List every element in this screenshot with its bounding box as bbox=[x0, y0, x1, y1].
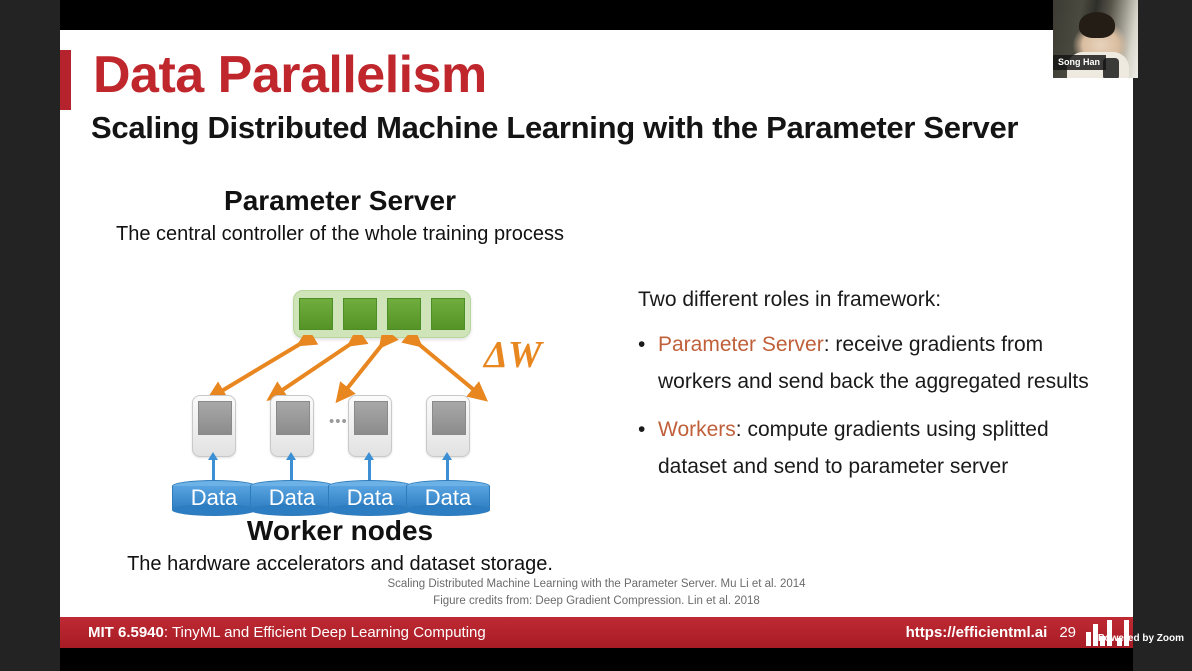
parameter-server-subtitle: The central controller of the whole trai… bbox=[115, 223, 564, 245]
bullet-icon: • bbox=[638, 417, 646, 441]
dataset-cylinder: Data bbox=[250, 480, 334, 516]
dataset-cylinder: Data bbox=[406, 480, 490, 516]
citation: Scaling Distributed Machine Learning wit… bbox=[60, 576, 1133, 609]
worker-screen bbox=[354, 401, 388, 435]
citation-line-2: Figure credits from: Deep Gradient Compr… bbox=[433, 594, 760, 607]
bullet-icon: • bbox=[638, 333, 646, 356]
roles-lead: Two different roles in framework: bbox=[638, 288, 942, 311]
gradient-arrows bbox=[206, 335, 488, 404]
slide-page-number: 29 bbox=[1059, 624, 1076, 641]
worker-screen bbox=[276, 401, 310, 435]
participant-video-thumbnail[interactable]: Song Han bbox=[1053, 0, 1138, 78]
slide-footer-bar: MIT 6.5940: TinyML and Efficient Deep Le… bbox=[60, 617, 1133, 648]
course-website-link[interactable]: https://efficientml.ai bbox=[905, 624, 1048, 641]
worker-node bbox=[270, 395, 314, 457]
app-right-band bbox=[1133, 0, 1192, 671]
worker-screen bbox=[432, 401, 466, 435]
mit-logo bbox=[1086, 619, 1129, 646]
roles-text-column: Two different roles in framework: • Para… bbox=[638, 288, 1108, 496]
data-to-worker-arrow bbox=[286, 452, 296, 481]
powered-by-zoom-label: Powered by Zoom bbox=[1097, 633, 1184, 644]
cylinder-bottom bbox=[406, 504, 490, 516]
parameter-server-diagram: Parameter Server The central controller … bbox=[80, 185, 600, 575]
dataset-cylinder: Data bbox=[328, 480, 412, 516]
course-label: MIT 6.5940: TinyML and Efficient Deep Le… bbox=[88, 624, 486, 641]
app-top-letterbox bbox=[60, 0, 1133, 30]
worker-node bbox=[426, 395, 470, 457]
citation-line-1: Scaling Distributed Machine Learning wit… bbox=[387, 578, 806, 590]
list-item: • Workers: compute gradients using split… bbox=[638, 411, 1108, 486]
footer-right-group: https://efficientml.ai 29 bbox=[905, 619, 1133, 646]
worker-nodes-title: Worker nodes bbox=[246, 515, 434, 546]
worker-node bbox=[192, 395, 236, 457]
parameter-shard-cell bbox=[387, 298, 421, 330]
worker-node bbox=[348, 395, 392, 457]
worker-ellipsis: ••• bbox=[329, 413, 348, 430]
page-subtitle: Scaling Distributed Machine Learning wit… bbox=[91, 110, 1019, 145]
parameter-shard-cell bbox=[299, 298, 333, 330]
role-description: : compute gradients using splitted datas… bbox=[658, 417, 1049, 479]
parameter-server-box bbox=[293, 290, 471, 338]
course-title: : TinyML and Efficient Deep Learning Com… bbox=[163, 624, 486, 641]
parameter-server-title: Parameter Server bbox=[224, 185, 456, 216]
title-accent-bar bbox=[60, 50, 71, 110]
parameter-shard-cell bbox=[343, 298, 377, 330]
dataset-label: Data bbox=[268, 485, 316, 510]
role-description: : receive gradients from workers and sen… bbox=[658, 333, 1089, 394]
worker-nodes-subtitle: The hardware accelerators and dataset st… bbox=[127, 553, 553, 575]
bullet-text: Parameter Server: receive gradients from… bbox=[658, 326, 1108, 401]
video-person-head bbox=[1079, 12, 1115, 38]
course-code: MIT 6.5940 bbox=[88, 624, 164, 641]
participant-name-label: Song Han bbox=[1053, 55, 1106, 70]
app-left-band bbox=[0, 0, 60, 671]
dataset-label: Data bbox=[346, 485, 394, 510]
presentation-slide: Data Parallelism Scaling Distributed Mac… bbox=[60, 30, 1133, 617]
video-person-shoulder bbox=[1103, 58, 1119, 78]
dataset-row: Data Data Data Da bbox=[80, 480, 600, 530]
worker-screen bbox=[198, 401, 232, 435]
data-to-worker-arrow bbox=[208, 452, 218, 481]
data-to-worker-arrow bbox=[364, 452, 374, 481]
app-bottom-letterbox bbox=[60, 648, 1133, 671]
dataset-cylinder: Data bbox=[172, 480, 256, 516]
parameter-shard-cell bbox=[431, 298, 465, 330]
bullet-text: Workers: compute gradients using splitte… bbox=[658, 411, 1108, 486]
gradient-delta-w-label: ΔW bbox=[484, 334, 542, 376]
data-to-worker-arrow bbox=[442, 452, 452, 481]
page-title: Data Parallelism bbox=[93, 46, 487, 104]
role-term: Workers bbox=[658, 417, 736, 441]
role-term: Parameter Server bbox=[658, 333, 824, 356]
list-item: • Parameter Server: receive gradients fr… bbox=[638, 326, 1108, 401]
dataset-label: Data bbox=[424, 485, 472, 510]
worker-node-row: ••• bbox=[80, 395, 600, 505]
dataset-label: Data bbox=[190, 485, 238, 510]
